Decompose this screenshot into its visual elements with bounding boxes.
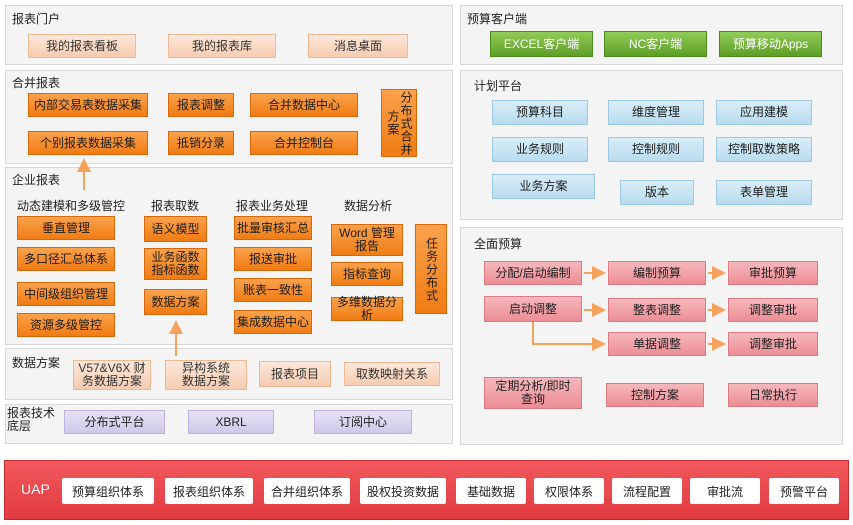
budget-client-title: 预算客户端 xyxy=(467,12,528,26)
edit-budget-button[interactable]: 编制预算 xyxy=(608,261,706,285)
xbrl-button[interactable]: XBRL xyxy=(188,410,274,434)
budget-account-button[interactable]: 预算科目 xyxy=(492,100,588,125)
excel-client-button[interactable]: EXCEL客户端 xyxy=(490,31,593,57)
multi-dim-analysis-button[interactable]: 多维数据分析 xyxy=(331,296,403,322)
control-rules-button[interactable]: 控制规则 xyxy=(608,137,704,162)
v57-v6x-scheme-button[interactable]: V57&V6X 财务数据方案 xyxy=(73,360,151,390)
consolidation-data-center-button[interactable]: 合并数据中心 xyxy=(250,93,358,117)
uap-basic-data-button[interactable]: 基础数据 xyxy=(456,478,526,504)
planning-platform-title: 计划平台 xyxy=(474,79,523,93)
col-data-analysis-title: 数据分析 xyxy=(344,199,393,213)
control-fetch-strategy-button[interactable]: 控制取数策略 xyxy=(716,137,812,162)
message-desktop-button[interactable]: 消息桌面 xyxy=(308,34,408,58)
data-scheme-title: 数据方案 xyxy=(12,356,61,370)
budget-mobile-apps-button[interactable]: 预算移动Apps xyxy=(719,31,822,57)
uap-warning-platform-button[interactable]: 预警平台 xyxy=(769,478,839,504)
consolidation-title: 合并报表 xyxy=(12,76,61,90)
business-plan-button[interactable]: 业务方案 xyxy=(492,174,595,199)
uap-consolidation-org-button[interactable]: 合并组织体系 xyxy=(264,478,350,504)
col-report-fetch-title: 报表取数 xyxy=(151,199,200,213)
semantic-model-button[interactable]: 语义模型 xyxy=(144,216,207,242)
col-business-process-title: 报表业务处理 xyxy=(236,199,309,213)
tech-base-title: 报表技术底层 xyxy=(7,406,56,433)
my-report-library-button[interactable]: 我的报表库 xyxy=(168,34,276,58)
uap-bar: UAP 预算组织体系 报表组织体系 合并组织体系 股权投资数据 基础数据 权限体… xyxy=(4,460,849,520)
business-index-function-button[interactable]: 业务函数 指标函数 xyxy=(144,248,207,280)
business-rules-button[interactable]: 业务规则 xyxy=(492,137,588,162)
subscription-center-button[interactable]: 订阅中心 xyxy=(314,410,412,434)
mid-level-org-button[interactable]: 中间级组织管理 xyxy=(17,282,115,306)
data-scheme-fetch-button[interactable]: 数据方案 xyxy=(144,289,207,315)
form-manage-button[interactable]: 表单管理 xyxy=(716,180,812,205)
full-table-adjust-button[interactable]: 整表调整 xyxy=(608,298,706,322)
task-distributed-button[interactable]: 任务分布式 xyxy=(415,224,447,314)
allocate-start-edit-button[interactable]: 分配/启动编制 xyxy=(484,261,582,285)
uap-report-org-button[interactable]: 报表组织体系 xyxy=(165,478,253,504)
distributed-platform-button[interactable]: 分布式平台 xyxy=(64,410,165,434)
vertical-manage-button[interactable]: 垂直管理 xyxy=(17,216,115,240)
word-mgmt-report-button[interactable]: Word 管理报告 xyxy=(331,224,403,256)
document-adjust-button[interactable]: 单据调整 xyxy=(608,332,706,356)
internal-trade-collection-button[interactable]: 内部交易表数据采集 xyxy=(28,93,148,117)
my-report-dashboard-button[interactable]: 我的报表看板 xyxy=(28,34,136,58)
dimension-manage-button[interactable]: 维度管理 xyxy=(608,100,704,125)
integrated-data-center-button[interactable]: 集成数据中心 xyxy=(234,310,312,334)
multi-caliber-summary-button[interactable]: 多口径汇总体系 xyxy=(17,247,115,271)
distributed-consolidation-button[interactable]: 分布式合并方案 xyxy=(381,89,417,157)
fetch-mapping-button[interactable]: 取数映射关系 xyxy=(344,362,440,386)
hetero-system-scheme-button[interactable]: 异构系统 数据方案 xyxy=(165,360,247,390)
index-query-button[interactable]: 指标查询 xyxy=(331,262,403,286)
version-button[interactable]: 版本 xyxy=(620,180,694,205)
resource-multi-control-button[interactable]: 资源多级管控 xyxy=(17,313,115,337)
col-dynamic-modeling-title: 动态建模和多级管控 xyxy=(17,199,126,213)
daily-execution-button[interactable]: 日常执行 xyxy=(728,383,818,407)
uap-label: UAP xyxy=(21,481,50,497)
adjust-approval-button-1[interactable]: 调整审批 xyxy=(728,298,818,322)
enterprise-report-title: 企业报表 xyxy=(12,173,61,187)
uap-budget-org-button[interactable]: 预算组织体系 xyxy=(62,478,154,504)
submit-approval-button[interactable]: 报送审批 xyxy=(234,247,312,271)
individual-report-collection-button[interactable]: 个别报表数据采集 xyxy=(28,131,148,155)
control-plan-button[interactable]: 控制方案 xyxy=(606,383,704,407)
uap-permission-button[interactable]: 权限体系 xyxy=(534,478,604,504)
adjust-approval-button-2[interactable]: 调整审批 xyxy=(728,332,818,356)
start-adjust-button[interactable]: 启动调整 xyxy=(484,296,582,322)
ledger-consistency-button[interactable]: 账表一致性 xyxy=(234,278,312,302)
elimination-entry-button[interactable]: 抵销分录 xyxy=(168,131,234,155)
uap-approval-flow-button[interactable]: 审批流 xyxy=(690,478,760,504)
approve-budget-button[interactable]: 审批预算 xyxy=(728,261,818,285)
report-item-button[interactable]: 报表项目 xyxy=(259,361,331,387)
report-adjust-button[interactable]: 报表调整 xyxy=(168,93,234,117)
nc-client-button[interactable]: NC客户端 xyxy=(604,31,707,57)
batch-audit-summary-button[interactable]: 批量审核汇总 xyxy=(234,216,312,240)
uap-process-config-button[interactable]: 流程配置 xyxy=(612,478,682,504)
arrow-start-to-doc-adjust xyxy=(532,322,606,351)
consolidation-console-button[interactable]: 合并控制台 xyxy=(250,131,358,155)
uap-equity-investment-button[interactable]: 股权投资数据 xyxy=(360,478,446,504)
report-portal-title: 报表门户 xyxy=(12,12,61,26)
periodic-analysis-button[interactable]: 定期分析/即时查询 xyxy=(484,377,582,409)
full-budget-title: 全面预算 xyxy=(474,237,523,251)
app-modeling-button[interactable]: 应用建模 xyxy=(716,100,812,125)
